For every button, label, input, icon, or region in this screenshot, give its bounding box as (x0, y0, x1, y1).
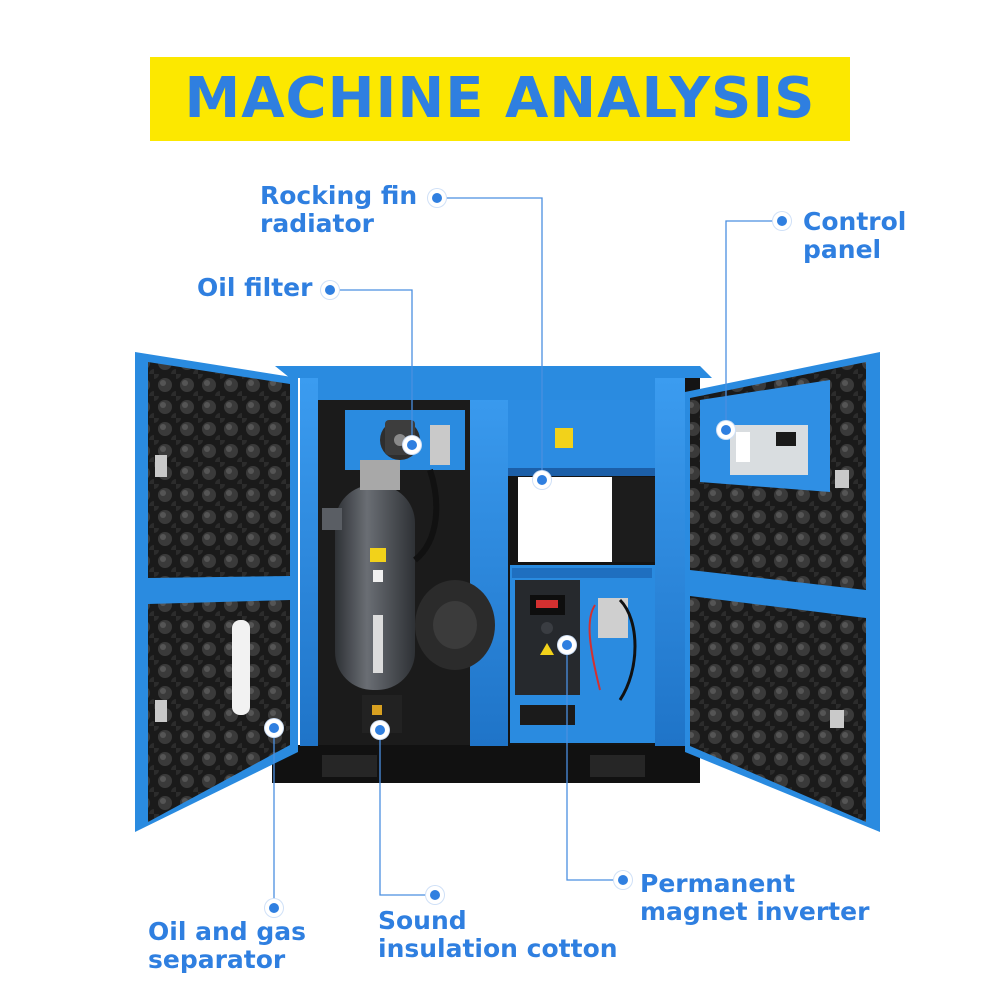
frame-right (655, 378, 685, 746)
page-title: MACHINE ANALYSIS (184, 66, 816, 131)
radiator-box (508, 400, 655, 472)
separator-tank (335, 485, 415, 690)
leader-radiator (437, 197, 543, 480)
dot-radiator (432, 193, 442, 203)
leader-lines (273, 197, 782, 908)
dot-control-panel-target (721, 425, 731, 435)
cabinet-roof (275, 366, 712, 378)
label-oil-filter: Oil filter (197, 273, 313, 302)
left-door-window (232, 620, 250, 715)
dot-separator-target (269, 723, 279, 733)
dot-separator (269, 903, 279, 913)
dot-oil-filter-target (407, 440, 417, 450)
frame-center (470, 378, 508, 746)
frame-left (300, 378, 318, 746)
dot-radiator-target (537, 475, 547, 485)
leader-control-panel (725, 220, 782, 430)
dot-sound (430, 890, 440, 900)
dot-oil-filter (325, 285, 335, 295)
title-banner (150, 57, 850, 141)
dot-inverter (618, 875, 628, 885)
leader-oil-filter (330, 289, 413, 445)
leader-inverter (566, 645, 622, 881)
leader-sound-cotton (379, 730, 432, 896)
dot-inverter-target (562, 640, 572, 650)
dot-control-panel (777, 216, 787, 226)
dot-sound-target (375, 725, 385, 735)
